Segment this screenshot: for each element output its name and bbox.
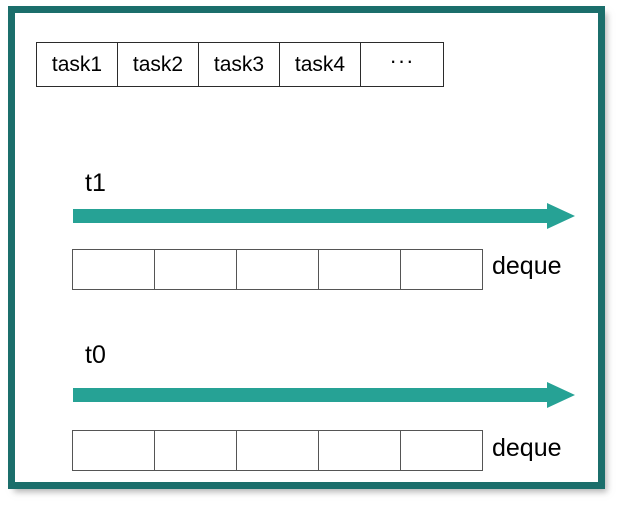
timeline-arrow-t0 bbox=[73, 382, 575, 408]
deque-t1 bbox=[72, 249, 483, 290]
deque-cell bbox=[318, 249, 401, 290]
deque-cell bbox=[72, 430, 155, 471]
deque-cell bbox=[72, 249, 155, 290]
task-cell-ellipsis: ··· bbox=[360, 42, 444, 87]
deque-cell bbox=[154, 430, 237, 471]
deque-cell bbox=[400, 430, 483, 471]
deque-label-t1: deque bbox=[492, 252, 562, 280]
task-cell: task3 bbox=[198, 42, 280, 87]
deque-label-t0: deque bbox=[492, 434, 562, 462]
task-cell: task1 bbox=[36, 42, 118, 87]
deque-t0 bbox=[72, 430, 483, 471]
deque-cell bbox=[154, 249, 237, 290]
deque-cell bbox=[236, 430, 319, 471]
deque-cell bbox=[236, 249, 319, 290]
diagram-frame: task1 task2 task3 task4 ··· t1 deque t0 bbox=[8, 6, 605, 489]
task-cell: task2 bbox=[117, 42, 199, 87]
timeline-arrow-t1 bbox=[73, 203, 575, 229]
task-cell: task4 bbox=[279, 42, 361, 87]
deque-cell bbox=[318, 430, 401, 471]
thread-label-t1: t1 bbox=[85, 169, 106, 197]
deque-cell bbox=[400, 249, 483, 290]
thread-label-t0: t0 bbox=[85, 341, 106, 369]
task-queue: task1 task2 task3 task4 ··· bbox=[36, 42, 444, 87]
